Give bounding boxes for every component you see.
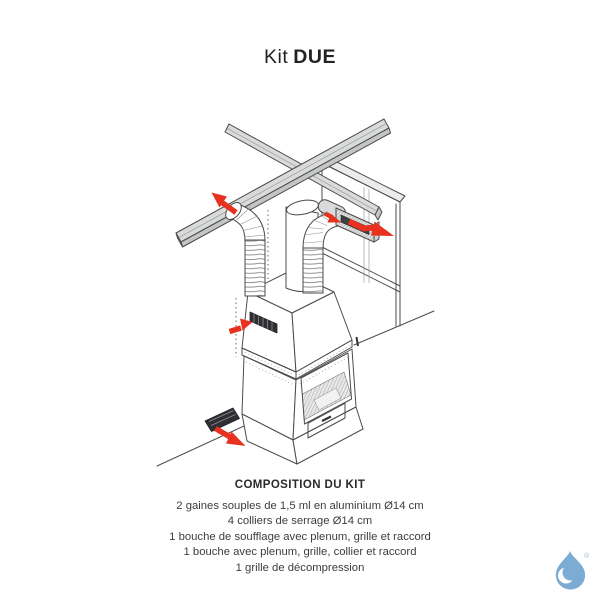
- registered-mark: ®: [584, 552, 590, 560]
- page-title-kit: Kit: [264, 46, 289, 69]
- composition-item: 2 gaines souples de 1,5 ml en aluminium …: [176, 500, 424, 512]
- composition-item: 1 grille de décompression: [235, 561, 365, 574]
- airflow-arrow-ceiling: [211, 192, 238, 215]
- droplet-logo: ®: [555, 551, 590, 590]
- firebox-opening-frame: [300, 352, 352, 425]
- hood-plenum: [241, 270, 353, 380]
- right-wall-panel: [321, 156, 406, 327]
- hood-grille: [249, 311, 278, 334]
- composition-item: 4 colliers de serrage Ø14 cm: [227, 515, 373, 528]
- composition-heading: COMPOSITION DU KIT: [234, 479, 366, 491]
- composition-item: 1 bouche avec plenum, grille, collier et…: [183, 546, 417, 559]
- composition-section: COMPOSITION DU KIT 2 gaines souples de 1…: [0, 479, 600, 576]
- drawer-handle: [321, 415, 332, 422]
- composition-item: 1 bouche de soufflage avec plenum, grill…: [169, 530, 431, 543]
- floor-line-right: [353, 310, 435, 346]
- door-handle: [355, 336, 359, 347]
- decompression-grille: [204, 407, 240, 432]
- airflow-arrow-hood-intake: [228, 318, 253, 335]
- base-pedestal: [241, 402, 364, 465]
- page-title-model: DUE: [293, 46, 336, 69]
- projection-dotted-lines: [235, 210, 269, 357]
- airflow-arrow-decompression: [214, 426, 246, 446]
- firebox: [241, 336, 359, 441]
- airflow-arrow-vent-outlet: [347, 218, 394, 236]
- hearth-floor: [301, 371, 352, 421]
- flex-duct-left: [225, 202, 266, 297]
- airflow-arrow-vent-inlet: [323, 211, 342, 223]
